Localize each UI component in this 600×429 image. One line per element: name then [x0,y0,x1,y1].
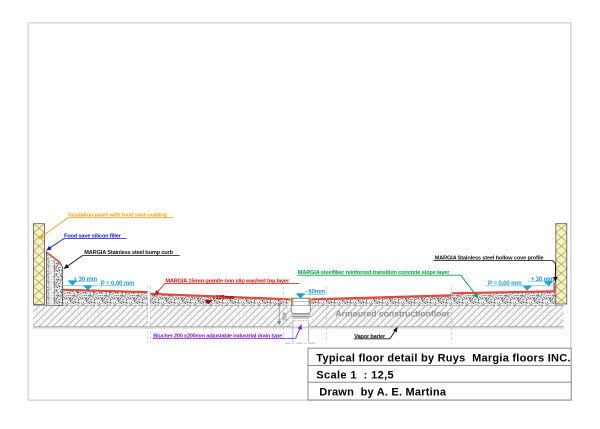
svg-text:MARGIA Stainless steel bump cu: MARGIA Stainless steel bump curb [84,250,173,256]
svg-text:Armoured constructionfloor: Armoured constructionfloor [335,308,450,318]
svg-text:Insulation panel with food sav: Insulation panel with food save coating [68,213,167,219]
svg-text:MARGIA steelfiber reinforced t: MARGIA steelfiber reinforced transition … [298,270,450,276]
svg-text:- 80mm: - 80mm [305,290,325,296]
svg-text:Blucher 200 x200mm adjustable: Blucher 200 x200mm adjustable industrial… [153,333,282,339]
svg-text:Food save silicon filler: Food save silicon filler [64,233,122,239]
svg-text:MARGIA 15mm granite non slip w: MARGIA 15mm granite non slip washed top … [165,278,290,284]
svg-text:- 125mm: - 125mm [213,295,235,301]
svg-text:P = 0,00 mm: P = 0,00 mm [488,281,522,287]
svg-text:+ 30 mm: + 30 mm [531,277,554,283]
svg-text:Drawn by A. E. Martina: Drawn by A. E. Martina [319,387,447,399]
svg-text:Vapor barier: Vapor barier [354,334,386,340]
svg-text:Typical floor detail by Ruys: Typical floor detail by Ruys Margia floo… [316,353,570,365]
svg-text:+ 30 mm: + 30 mm [74,277,97,283]
svg-text:Scale 1 : 12,5: Scale 1 : 12,5 [316,370,394,382]
svg-text:MARGIA Stainless steel hollow: MARGIA Stainless steel hollow cove profi… [435,255,544,261]
svg-text:P = 0,00 mm: P = 0,00 mm [101,281,135,287]
